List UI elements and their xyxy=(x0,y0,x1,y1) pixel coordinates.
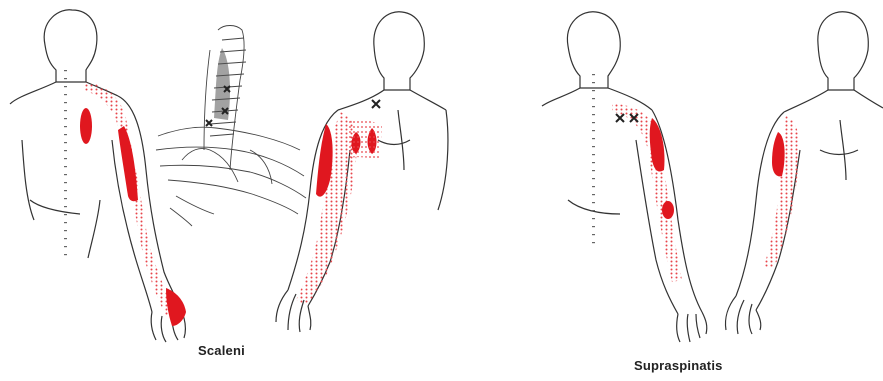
supraspinatus-front-figure xyxy=(725,12,883,334)
supraspinatus-spine-dots xyxy=(592,74,595,243)
supraspinatus-back-figure xyxy=(542,12,707,342)
pain-zone-upper-arm xyxy=(118,126,138,201)
pain-zone-hand xyxy=(166,288,186,326)
scaleni-front-figure xyxy=(276,12,448,332)
supraspinatus-front-pain-zones xyxy=(764,116,800,268)
scaleni-back-pain-zones xyxy=(80,82,186,326)
pain-zone-shoulder-blade xyxy=(80,108,92,144)
figure-caption-scaleni: Scaleni xyxy=(198,343,245,358)
scaleni-spine-dots xyxy=(64,70,67,255)
scaleni-front-pain-zones xyxy=(296,112,382,306)
figure-caption-supraspinatus: Supraspinatis xyxy=(634,358,723,373)
trigger-point-cross xyxy=(616,114,624,122)
referred-pain-dots xyxy=(348,119,382,160)
supraspinatus-back-pain-zones xyxy=(612,104,682,282)
trigger-point-cross xyxy=(372,100,380,108)
trigger-point-cross xyxy=(206,120,212,126)
cervical-spine-detail xyxy=(156,26,306,227)
pain-zone-elbow xyxy=(662,201,674,219)
scaleni-front-trigger-markers xyxy=(372,100,380,108)
referred-pain-dots xyxy=(612,104,682,282)
